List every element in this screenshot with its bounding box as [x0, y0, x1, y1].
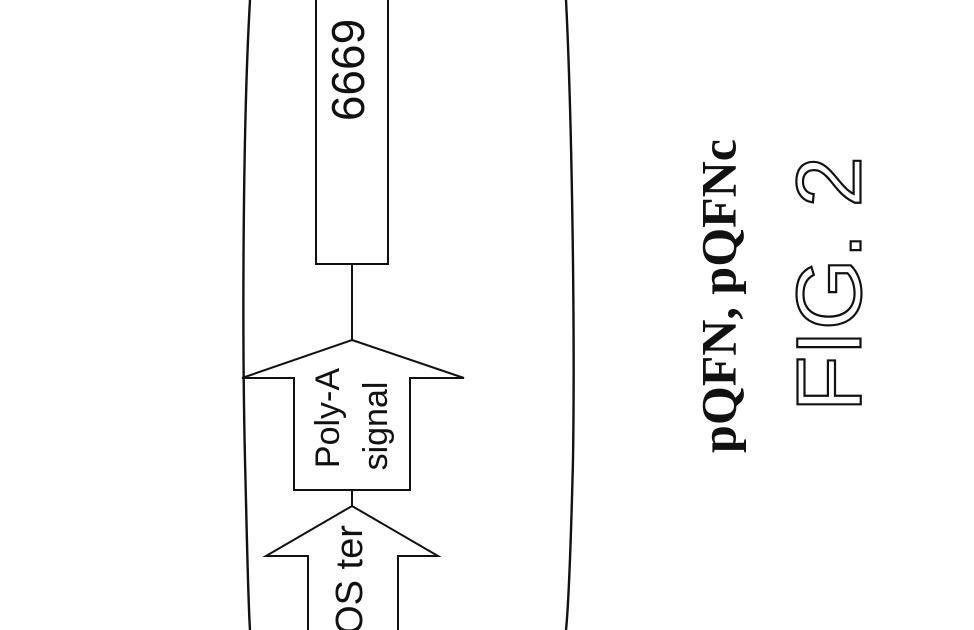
plasmid-names-caption: pQFN, pQFNc — [690, 139, 746, 453]
gene-box — [315, 0, 389, 265]
plasmid-backbone-right — [564, 0, 575, 630]
plasmid-backbone-left — [242, 0, 252, 630]
polya-signal-arrow — [241, 338, 465, 491]
terminator-arrow — [262, 504, 442, 630]
gene-box-label: 6669 — [322, 19, 374, 121]
figure-label: FIG. 2 — [778, 156, 880, 412]
polya-signal-label-line2: signal — [357, 382, 395, 471]
terminator-label: OS ter — [329, 525, 371, 630]
polya-signal-label-line1: Poly-A — [309, 368, 347, 468]
